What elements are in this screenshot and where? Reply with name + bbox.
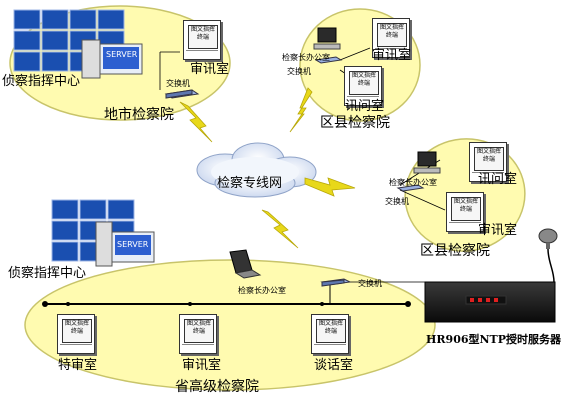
terminal-province-talk: 图文指挥终端 <box>311 314 349 354</box>
city-server-icon <box>81 39 143 79</box>
terminal-county-top-interrogation: 图文指挥终端 <box>372 18 410 58</box>
province-room-label: 审讯室 <box>182 358 222 373</box>
terminal-county-top-questioning: 图文指挥终端 <box>344 66 382 106</box>
city-interrogation-label: 审讯室 <box>190 62 230 77</box>
province-room-label: 谈话室 <box>314 358 354 373</box>
terminal-county-right-interrogation: 图文指挥终端 <box>446 192 484 232</box>
province-command-center-label: 侦察指挥中心 <box>8 266 87 281</box>
switch-icon-county-right <box>396 184 425 192</box>
terminal-city-interrogation: 图文指挥终端 <box>183 20 221 60</box>
province-video-wall <box>51 199 135 262</box>
province-name-label: 省高级检察院 <box>175 379 259 395</box>
ntp-server-icon <box>424 281 556 323</box>
province-bus <box>42 282 411 307</box>
city-server-label: SERVER <box>106 50 138 59</box>
city-video-wall <box>13 9 125 72</box>
terminal-province-special: 图文指挥终端 <box>57 314 95 354</box>
pc-icon-county-top <box>313 27 341 50</box>
county-right-name-label: 区县检察院 <box>420 243 490 259</box>
city-name-label: 地市检察院 <box>104 107 174 123</box>
province-room-label: 特审室 <box>58 358 98 373</box>
laptop-icon <box>229 249 262 279</box>
county-right-switch-label: 交换机 <box>385 197 409 206</box>
province-server-icon <box>95 221 155 267</box>
province-switch-label: 交换机 <box>358 279 382 288</box>
province-server-label: SERVER <box>117 240 149 249</box>
city-command-center-label: 侦察指挥中心 <box>2 74 81 89</box>
terminal-province-interrogation: 图文指挥终端 <box>179 314 217 354</box>
county-top-interrogation-label: 审讯室 <box>372 48 412 63</box>
switch-icon-city <box>164 89 200 99</box>
switch-icon-county-top <box>314 56 343 64</box>
ntp-server-label: HR906型NTP授时服务器 <box>426 333 562 346</box>
pc-icon-county-right <box>413 151 441 174</box>
county-right-chief-office-label: 检察长办公室 <box>389 178 437 187</box>
gps-antenna-icon <box>538 228 558 283</box>
county-top-name-label: 区县检察院 <box>320 115 390 131</box>
city-switch-label: 交换机 <box>166 79 190 88</box>
lightning-icons <box>179 87 356 249</box>
province-region <box>24 259 436 391</box>
county-top-switch-label: 交换机 <box>287 67 311 76</box>
province-chief-office-label: 检察长办公室 <box>238 286 286 295</box>
county-top-questioning-label: 讯问室 <box>345 99 385 114</box>
county-right-interrogation-label: 审讯室 <box>478 223 518 238</box>
county-right-questioning-label: 讯问室 <box>478 172 518 187</box>
cloud-icon <box>196 142 317 198</box>
switch-icon-province <box>320 278 352 287</box>
network-label: 检察专线网 <box>217 176 283 191</box>
county-top-chief-office-label: 检察长办公室 <box>282 53 330 62</box>
terminal-county-right-questioning: 图文指挥终端 <box>469 142 507 182</box>
